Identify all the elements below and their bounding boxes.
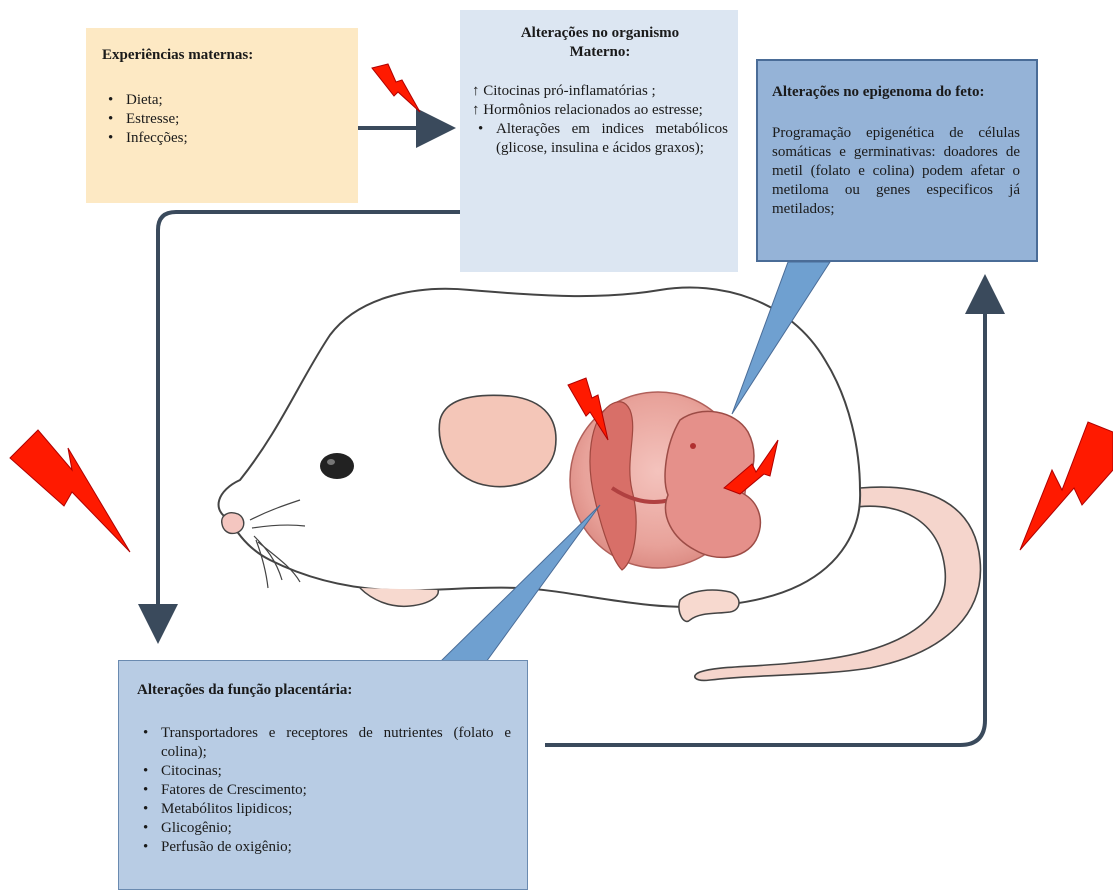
placental-function-list: Transportadores e receptores de nutrient… (137, 724, 511, 857)
maternal-organism-line2: ↑ Hormônios relacionados ao estresse; (472, 101, 728, 120)
fetal-epigenome-box: Alterações no epigenoma do feto: Program… (756, 59, 1038, 262)
placental-function-title: Alterações da função placentária: (137, 681, 511, 700)
placental-function-box: Alterações da função placentária: Transp… (118, 660, 528, 890)
maternal-organism-box: Alterações no organismo Materno: ↑ Citoc… (460, 10, 738, 272)
lightning-icon (372, 64, 420, 112)
maternal-experiences-title: Experiências maternas: (102, 46, 342, 65)
lightning-icon (10, 430, 130, 552)
list-item: Alterações em indices metabólicos (glico… (472, 120, 728, 158)
maternal-organism-title-line2: Materno: (472, 43, 728, 62)
list-item: Estresse; (102, 110, 342, 129)
list-item: Perfusão de oxigênio; (137, 838, 511, 857)
maternal-organism-line1: ↑ Citocinas pró-inflamatórias ; (472, 82, 728, 101)
list-item: Fatores de Crescimento; (137, 781, 511, 800)
maternal-experiences-box: Experiências maternas: Dieta; Estresse; … (86, 28, 358, 203)
maternal-organism-title-line1: Alterações no organismo (472, 24, 728, 43)
mouse-back-paw (679, 590, 739, 621)
fetal-epigenome-body: Programação epigenética de células somát… (772, 124, 1020, 219)
fetal-epigenome-title: Alterações no epigenoma do feto: (772, 83, 1020, 102)
list-item: Citocinas; (137, 762, 511, 781)
mouse-eye (320, 453, 354, 479)
mouse-front-paw (360, 588, 438, 606)
list-item: Infecções; (102, 129, 342, 148)
maternal-organism-list: Alterações em indices metabólicos (glico… (472, 120, 728, 158)
maternal-experiences-list: Dieta; Estresse; Infecções; (102, 91, 342, 148)
list-item: Dieta; (102, 91, 342, 110)
list-item: Metabólitos lipidicos; (137, 800, 511, 819)
mouse-nose (222, 513, 244, 534)
lightning-icon (1020, 422, 1113, 550)
list-item: Transportadores e receptores de nutrient… (137, 724, 511, 762)
list-item: Glicogênio; (137, 819, 511, 838)
